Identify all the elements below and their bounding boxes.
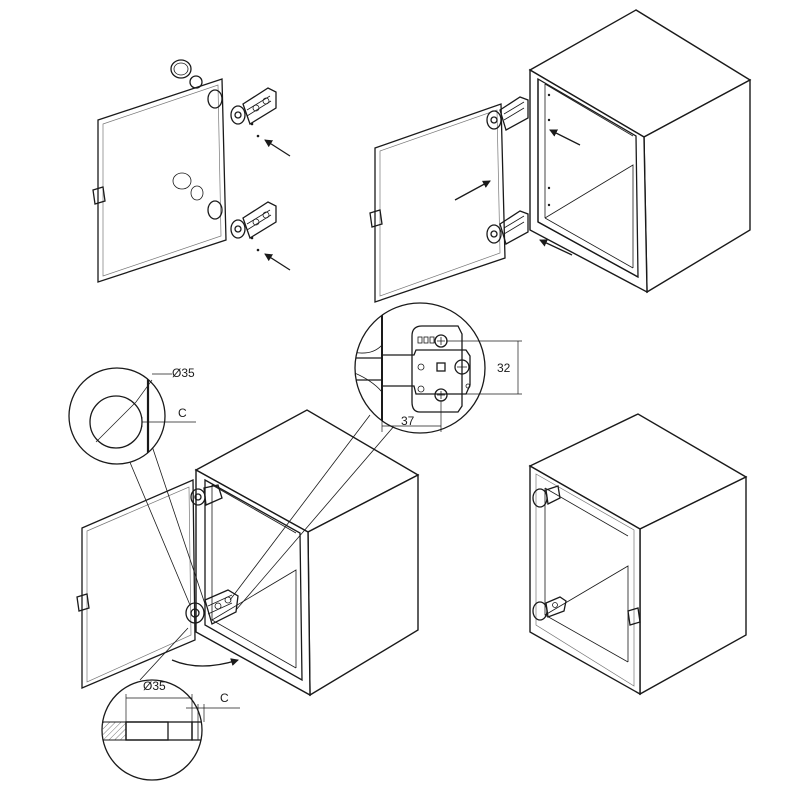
bore-hole-top [170, 59, 192, 79]
callout-leader-plate-1 [229, 414, 371, 601]
mounting-plate [382, 349, 471, 395]
cup-diameter-label-bottom: Ø35 [143, 679, 166, 693]
bore-hole-small-top [207, 89, 223, 109]
screw-adjust [454, 359, 470, 375]
door-swing-arrow [171, 658, 239, 667]
callout-leader-plate-2 [235, 424, 396, 611]
detail-callout-section-bottom: Ø35 C [101, 679, 240, 781]
push-arrow-top [549, 129, 581, 146]
hinge-top [190, 484, 223, 506]
glass-door-open [81, 479, 196, 689]
plate-depth-label: 37 [401, 414, 415, 428]
hinge-bottom [532, 596, 567, 621]
step3-open-door-with-callouts [76, 409, 420, 697]
door-knob [627, 607, 641, 626]
cup-diameter-label-top: Ø35 [172, 366, 195, 380]
hinge-top [230, 87, 277, 125]
hinge-top [532, 485, 561, 508]
detail-callout-cup-top: Ø35 C [68, 366, 196, 465]
glass-door-panel [374, 103, 506, 303]
insert-arrow-top [264, 139, 291, 157]
distance-c-label-top: C [178, 406, 187, 420]
callout-leader-top-right [149, 439, 206, 605]
plate-height-label: 32 [497, 361, 511, 375]
step1-glass-door-with-hinges [92, 59, 291, 283]
bore-hole-small-bottom [207, 200, 223, 220]
callout-leader-top-left [128, 459, 191, 606]
hinge-bottom [486, 210, 529, 245]
push-arrow-door [454, 180, 491, 201]
door-knob [92, 186, 106, 205]
glass-door-panel [97, 78, 227, 283]
door-knob [369, 209, 383, 228]
hinge-top [486, 96, 529, 131]
bore-hole-middle [172, 172, 192, 190]
push-arrow-bottom [539, 239, 573, 256]
hinge-bottom [230, 201, 277, 239]
cabinet-front-glass [529, 464, 641, 696]
step4-closed-cabinet [528, 413, 748, 696]
distance-c-label-bottom: C [220, 691, 229, 705]
hinge-bottom [185, 589, 239, 625]
detail-callout-mounting-plate: 32 37 [354, 302, 522, 434]
step2-door-mounting-to-cabinet [369, 9, 752, 303]
insert-arrow-bottom [264, 253, 291, 271]
callout-leader-bottom [139, 627, 189, 681]
door-knob [76, 593, 90, 612]
